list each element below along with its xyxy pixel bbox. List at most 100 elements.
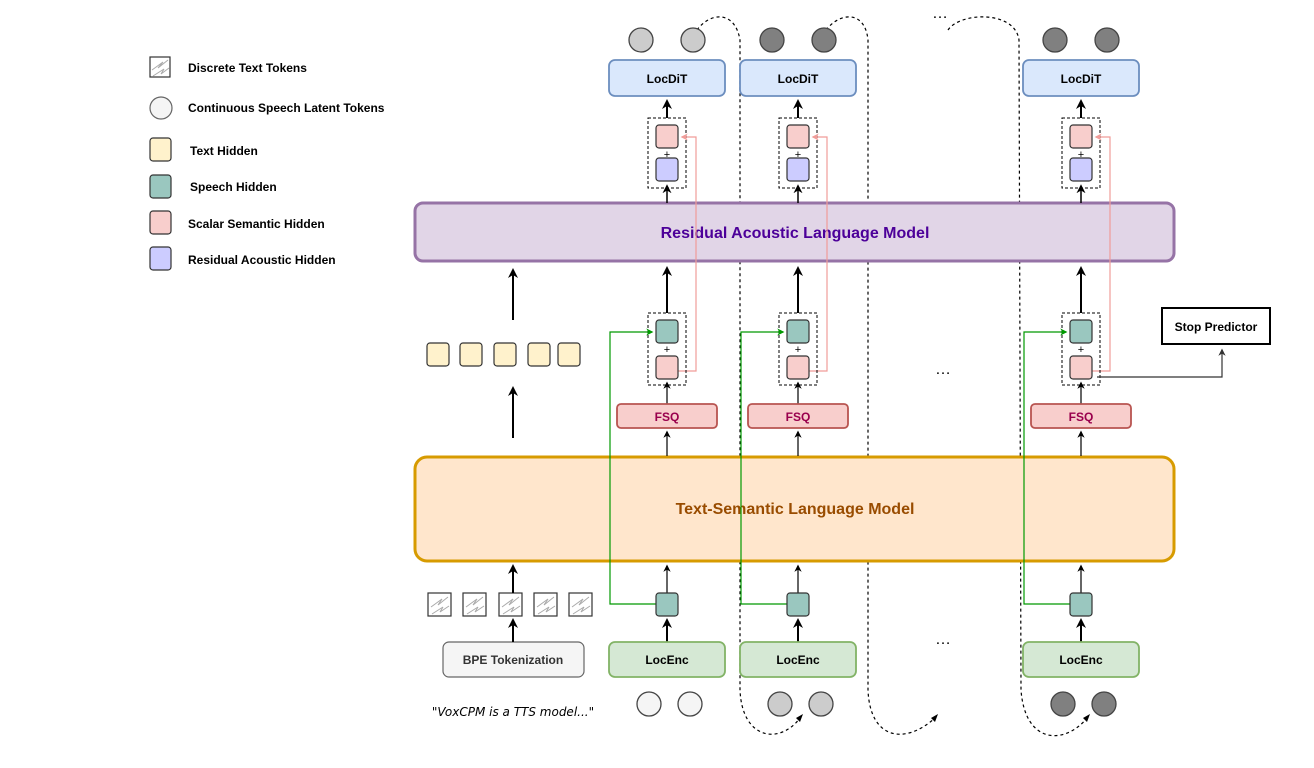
feedback-loop-2 xyxy=(825,16,936,735)
input-text: "VoxCPM is a TTS model..." xyxy=(432,705,594,719)
legend-label: Discrete Text Tokens xyxy=(188,61,307,75)
feedback-loop-1 xyxy=(696,16,801,735)
residual-acoustic-hidden xyxy=(1069,157,1093,182)
scalar-semantic-hidden-icon xyxy=(149,210,172,235)
locenc-block xyxy=(1022,641,1140,678)
locenc-block xyxy=(608,641,726,678)
plus-sign: + xyxy=(664,344,670,356)
scalar-semantic-hidden xyxy=(786,124,810,149)
text-token xyxy=(462,592,487,617)
speech-steps: LocDiT++FSQLocEncLocDiT++FSQLocEncLocDiT… xyxy=(608,27,1140,717)
ellipsis-top: … xyxy=(932,5,948,22)
ellipsis-middle: … xyxy=(935,361,951,378)
legend-label: Scalar Semantic Hidden xyxy=(188,217,325,231)
speech-latent-token-icon xyxy=(149,96,173,120)
output-speech-latent-token xyxy=(628,27,654,53)
arrow-to-stop-predictor xyxy=(1097,348,1226,378)
fsq-block xyxy=(747,403,849,429)
locenc-label: LocEnc xyxy=(645,653,689,667)
scalar-semantic-hidden xyxy=(1069,124,1093,149)
speech-hidden xyxy=(655,319,679,344)
residual-acoustic-hidden xyxy=(786,157,810,182)
legend-item-text-hidden: Text Hidden xyxy=(149,137,258,162)
plus-sign: + xyxy=(795,344,801,356)
legend-item-residual-acoustic: Residual Acoustic Hidden xyxy=(149,246,336,271)
plus-sign: + xyxy=(1078,344,1084,356)
text-column: "VoxCPM is a TTS model..." BPE Tokenizat… xyxy=(426,268,594,719)
speech-residual-connection xyxy=(1023,328,1070,605)
stop-predictor-label: Stop Predictor xyxy=(1175,320,1258,334)
text-hidden-icon xyxy=(149,137,172,162)
feedback-loop-3 xyxy=(947,16,1088,737)
input-speech-latent-token xyxy=(1050,691,1076,717)
text-semantic-language-model xyxy=(413,455,1176,563)
scalar-semantic-hidden xyxy=(655,124,679,149)
stop-predictor-block xyxy=(1161,307,1271,345)
semantic-skip-connection xyxy=(809,133,828,372)
speech-hidden xyxy=(655,592,679,617)
ralm-block: Residual Acoustic Language Model xyxy=(413,201,1176,263)
scalar-semantic-hidden xyxy=(655,355,679,380)
ellipsis-bottom: … xyxy=(935,631,951,648)
input-speech-latent-token xyxy=(767,691,793,717)
speech-residual-connection xyxy=(740,328,787,605)
legend-item-scalar-semantic: Scalar Semantic Hidden xyxy=(149,210,325,235)
fsq-label: FSQ xyxy=(655,410,680,424)
input-speech-latent-token xyxy=(677,691,703,717)
input-speech-latent-token xyxy=(636,691,662,717)
locenc-label: LocEnc xyxy=(1059,653,1103,667)
text-hidden-row xyxy=(426,342,581,367)
fsq-block xyxy=(1030,403,1132,429)
legend-label: Text Hidden xyxy=(190,144,258,158)
text-token-row xyxy=(427,592,593,617)
fsq-label: FSQ xyxy=(786,410,811,424)
speech-hidden xyxy=(1069,319,1093,344)
feedback-loops xyxy=(696,16,1088,737)
locdit-block xyxy=(739,59,857,97)
text-token xyxy=(533,592,558,617)
output-speech-latent-token xyxy=(811,27,837,53)
text-token xyxy=(427,592,452,617)
locdit-block xyxy=(608,59,726,97)
text-hidden xyxy=(527,342,551,367)
text-hidden xyxy=(459,342,483,367)
arrowhead-icon xyxy=(931,714,938,722)
legend-item-speech-latent: Continuous Speech Latent Tokens xyxy=(149,96,385,120)
feedback-loop-arrowheads xyxy=(796,714,1090,722)
residual-acoustic-language-model xyxy=(413,201,1176,263)
locdit-block xyxy=(1022,59,1140,97)
legend: Discrete Text Tokens Continuous Speech L… xyxy=(149,56,385,271)
plus-sign: + xyxy=(664,149,670,161)
speech-residual-connection xyxy=(609,328,656,605)
text-hidden xyxy=(493,342,517,367)
semantic-skip-connection xyxy=(678,133,697,372)
locenc-label: LocEnc xyxy=(776,653,820,667)
output-speech-latent-token xyxy=(759,27,785,53)
input-speech-latent-token xyxy=(808,691,834,717)
scalar-semantic-hidden xyxy=(1069,355,1093,380)
fsq-block xyxy=(616,403,718,429)
locdit-label: LocDiT xyxy=(1061,72,1102,86)
locdit-label: LocDiT xyxy=(778,72,819,86)
fsq-label: FSQ xyxy=(1069,410,1094,424)
output-speech-latent-token xyxy=(1042,27,1068,53)
stop-predictor-group: Stop Predictor xyxy=(1097,307,1271,378)
speech-hidden-icon xyxy=(149,174,172,199)
residual-acoustic-hidden-icon xyxy=(149,246,172,271)
arrowhead-icon xyxy=(1083,714,1090,722)
output-speech-latent-token xyxy=(1094,27,1120,53)
legend-label: Continuous Speech Latent Tokens xyxy=(188,101,385,115)
speech-hidden xyxy=(786,319,810,344)
legend-item-speech-hidden: Speech Hidden xyxy=(149,174,277,199)
ralm-label: Residual Acoustic Language Model xyxy=(661,225,930,242)
legend-item-text-tokens: Discrete Text Tokens xyxy=(149,56,307,78)
scalar-semantic-hidden xyxy=(786,355,810,380)
tslm-block: Text-Semantic Language Model xyxy=(413,455,1176,563)
locenc-block xyxy=(739,641,857,678)
text-token xyxy=(568,592,593,617)
text-token xyxy=(498,592,523,617)
input-speech-latent-token xyxy=(1091,691,1117,717)
